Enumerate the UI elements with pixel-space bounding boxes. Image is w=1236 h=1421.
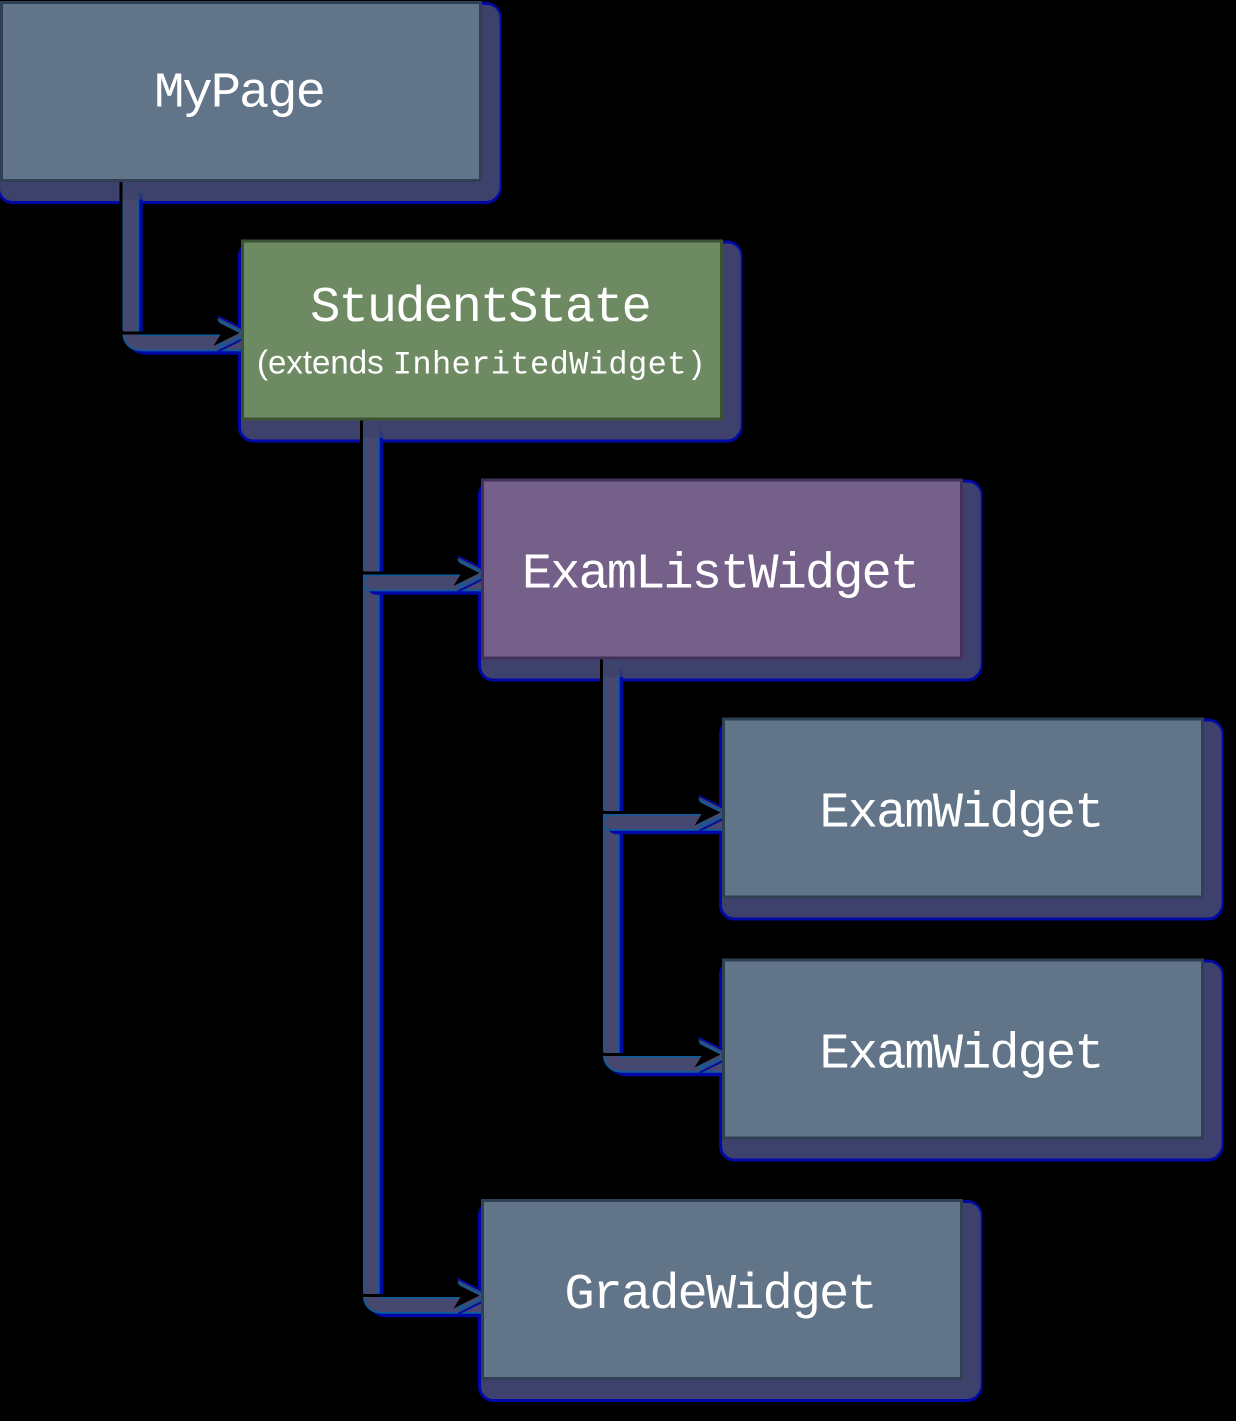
svg-text:MyPage: MyPage: [154, 66, 324, 123]
svg-text:GradeWidget: GradeWidget: [564, 1267, 875, 1324]
svg-text:(extends InheritedWidget): (extends InheritedWidget): [257, 344, 706, 384]
svg-text:ExamWidget: ExamWidget: [819, 786, 1102, 843]
svg-text:ExamListWidget: ExamListWidget: [522, 547, 918, 604]
svg-text:StudentState: StudentState: [310, 280, 650, 337]
svg-text:ExamWidget: ExamWidget: [819, 1027, 1102, 1084]
